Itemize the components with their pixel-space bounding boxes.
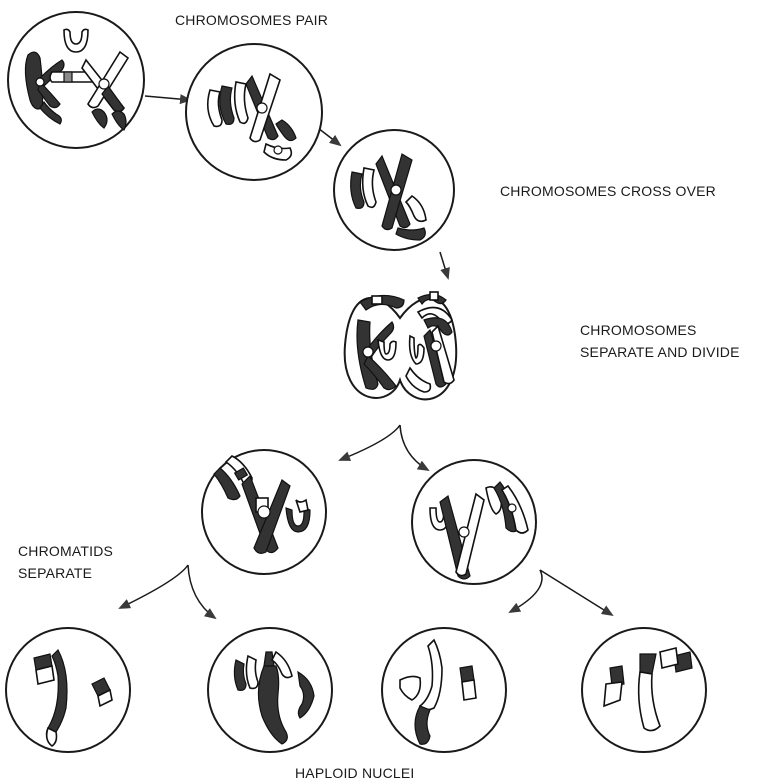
stage-arrows: [118, 94, 614, 620]
arrow-1: [144, 94, 192, 105]
arrow-right-a: [508, 569, 543, 613]
label-chromosomes-separate-1: CHROMOSOMES: [580, 322, 697, 338]
arrow-3: [439, 251, 450, 280]
label-chromosomes-cross-over: CHROMOSOMES CROSS OVER: [500, 183, 716, 199]
cell-haploid-4: [581, 627, 707, 753]
label-haploid-nuclei: HAPLOID NUCLEI: [295, 765, 415, 781]
cell-haploid-3: [381, 627, 507, 753]
label-chromatids-1: CHROMATIDS: [18, 543, 113, 559]
label-chromosomes-separate-2: SEPARATE AND DIVIDE: [580, 344, 740, 360]
cell-daughter-right: [411, 459, 537, 585]
arrow-left-a: [118, 564, 189, 609]
label-chromatids-2: SEPARATE: [18, 565, 92, 581]
arrow-left-b: [187, 564, 217, 620]
cell-daughter-left: [201, 449, 327, 575]
cell-haploid-1: [5, 627, 131, 753]
cell-chromosomes-pair: [7, 11, 145, 149]
arrow-right-b: [539, 569, 614, 617]
arrow-2: [317, 127, 342, 147]
cell-cross-over: [333, 129, 455, 251]
arrow-split-right: [399, 424, 430, 472]
cell-pairing: [185, 43, 323, 181]
cell-separate-and-divide: [343, 291, 458, 401]
cell-haploid-2: [207, 627, 333, 753]
arrow-split-left: [338, 424, 401, 461]
label-chromosomes-pair: CHROMOSOMES PAIR: [175, 12, 328, 28]
